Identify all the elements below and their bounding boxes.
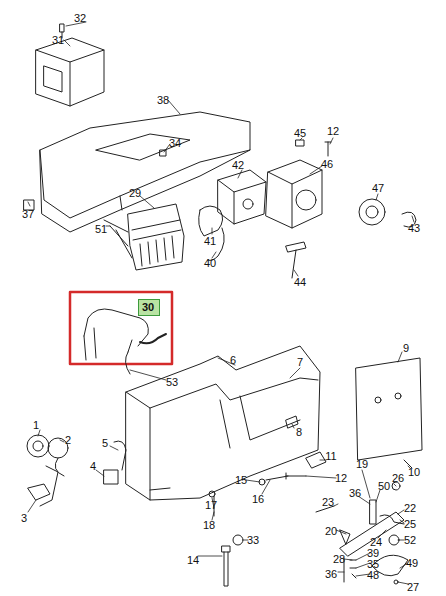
highlighted-part-number: 30 bbox=[138, 299, 160, 316]
callout-number: 45 bbox=[293, 127, 307, 139]
fin-stroke bbox=[148, 242, 150, 264]
callout-number: 6 bbox=[229, 354, 237, 366]
fin-stroke bbox=[156, 240, 158, 262]
callout-number: 37 bbox=[21, 208, 35, 220]
callout-number: 2 bbox=[64, 434, 72, 446]
callout-number: 26 bbox=[391, 472, 405, 484]
callout-number: 47 bbox=[371, 182, 385, 194]
callout-number: 12 bbox=[334, 472, 348, 484]
callout-number: 7 bbox=[296, 356, 304, 368]
callout-number: 11 bbox=[324, 450, 337, 462]
callout-number: 14 bbox=[186, 554, 200, 566]
callout-number: 33 bbox=[246, 534, 260, 546]
callout-number: 15 bbox=[234, 474, 248, 486]
callout-number: 42 bbox=[231, 159, 245, 171]
callout-number: 18 bbox=[202, 519, 216, 531]
callout-number: 10 bbox=[407, 466, 421, 478]
cylinder-fins bbox=[140, 236, 174, 266]
callout-number: 34 bbox=[168, 137, 182, 149]
callout-number: 1 bbox=[32, 419, 40, 431]
callout-number: 32 bbox=[73, 12, 87, 24]
callout-number: 20 bbox=[324, 525, 338, 537]
callout-number: 38 bbox=[156, 94, 170, 106]
callout-number: 3 bbox=[20, 512, 28, 524]
callout-number: 5 bbox=[101, 437, 109, 449]
callout-number: 51 bbox=[94, 223, 108, 235]
callout-number: 46 bbox=[320, 158, 334, 170]
callout-number: 22 bbox=[403, 502, 417, 514]
callout-number: 36 bbox=[348, 487, 362, 499]
callout-number: 17 bbox=[204, 499, 218, 511]
callout-number: 12 bbox=[326, 125, 340, 137]
callout-number: 24 bbox=[369, 536, 383, 548]
callout-number: 16 bbox=[251, 493, 265, 505]
fin-stroke bbox=[172, 236, 174, 258]
callout-number: 39 bbox=[366, 547, 380, 559]
callout-number: 49 bbox=[405, 557, 419, 569]
callout-number: 27 bbox=[406, 581, 420, 593]
callout-number: 52 bbox=[403, 534, 417, 546]
callout-number: 50 bbox=[377, 480, 391, 492]
callout-number: 43 bbox=[407, 222, 421, 234]
callout-number: 8 bbox=[295, 426, 303, 438]
callout-number: 28 bbox=[332, 553, 346, 565]
callout-number: 44 bbox=[293, 276, 307, 288]
callout-number: 35 bbox=[366, 558, 380, 570]
callout-number: 23 bbox=[321, 496, 335, 508]
callout-number: 41 bbox=[203, 235, 217, 247]
callout-number: 19 bbox=[355, 458, 369, 470]
callout-number: 25 bbox=[403, 518, 417, 530]
callout-number: 48 bbox=[366, 569, 380, 581]
fin-stroke bbox=[140, 244, 142, 266]
callout-number: 29 bbox=[128, 187, 142, 199]
fin-stroke bbox=[164, 238, 166, 260]
callout-number: 53 bbox=[165, 376, 179, 388]
part-number: 30 bbox=[142, 301, 156, 313]
callout-number: 9 bbox=[402, 342, 410, 354]
callout-number: 40 bbox=[203, 257, 217, 269]
callout-number: 31 bbox=[51, 34, 65, 46]
callout-number: 4 bbox=[89, 460, 97, 472]
callout-number: 36 bbox=[324, 568, 338, 580]
